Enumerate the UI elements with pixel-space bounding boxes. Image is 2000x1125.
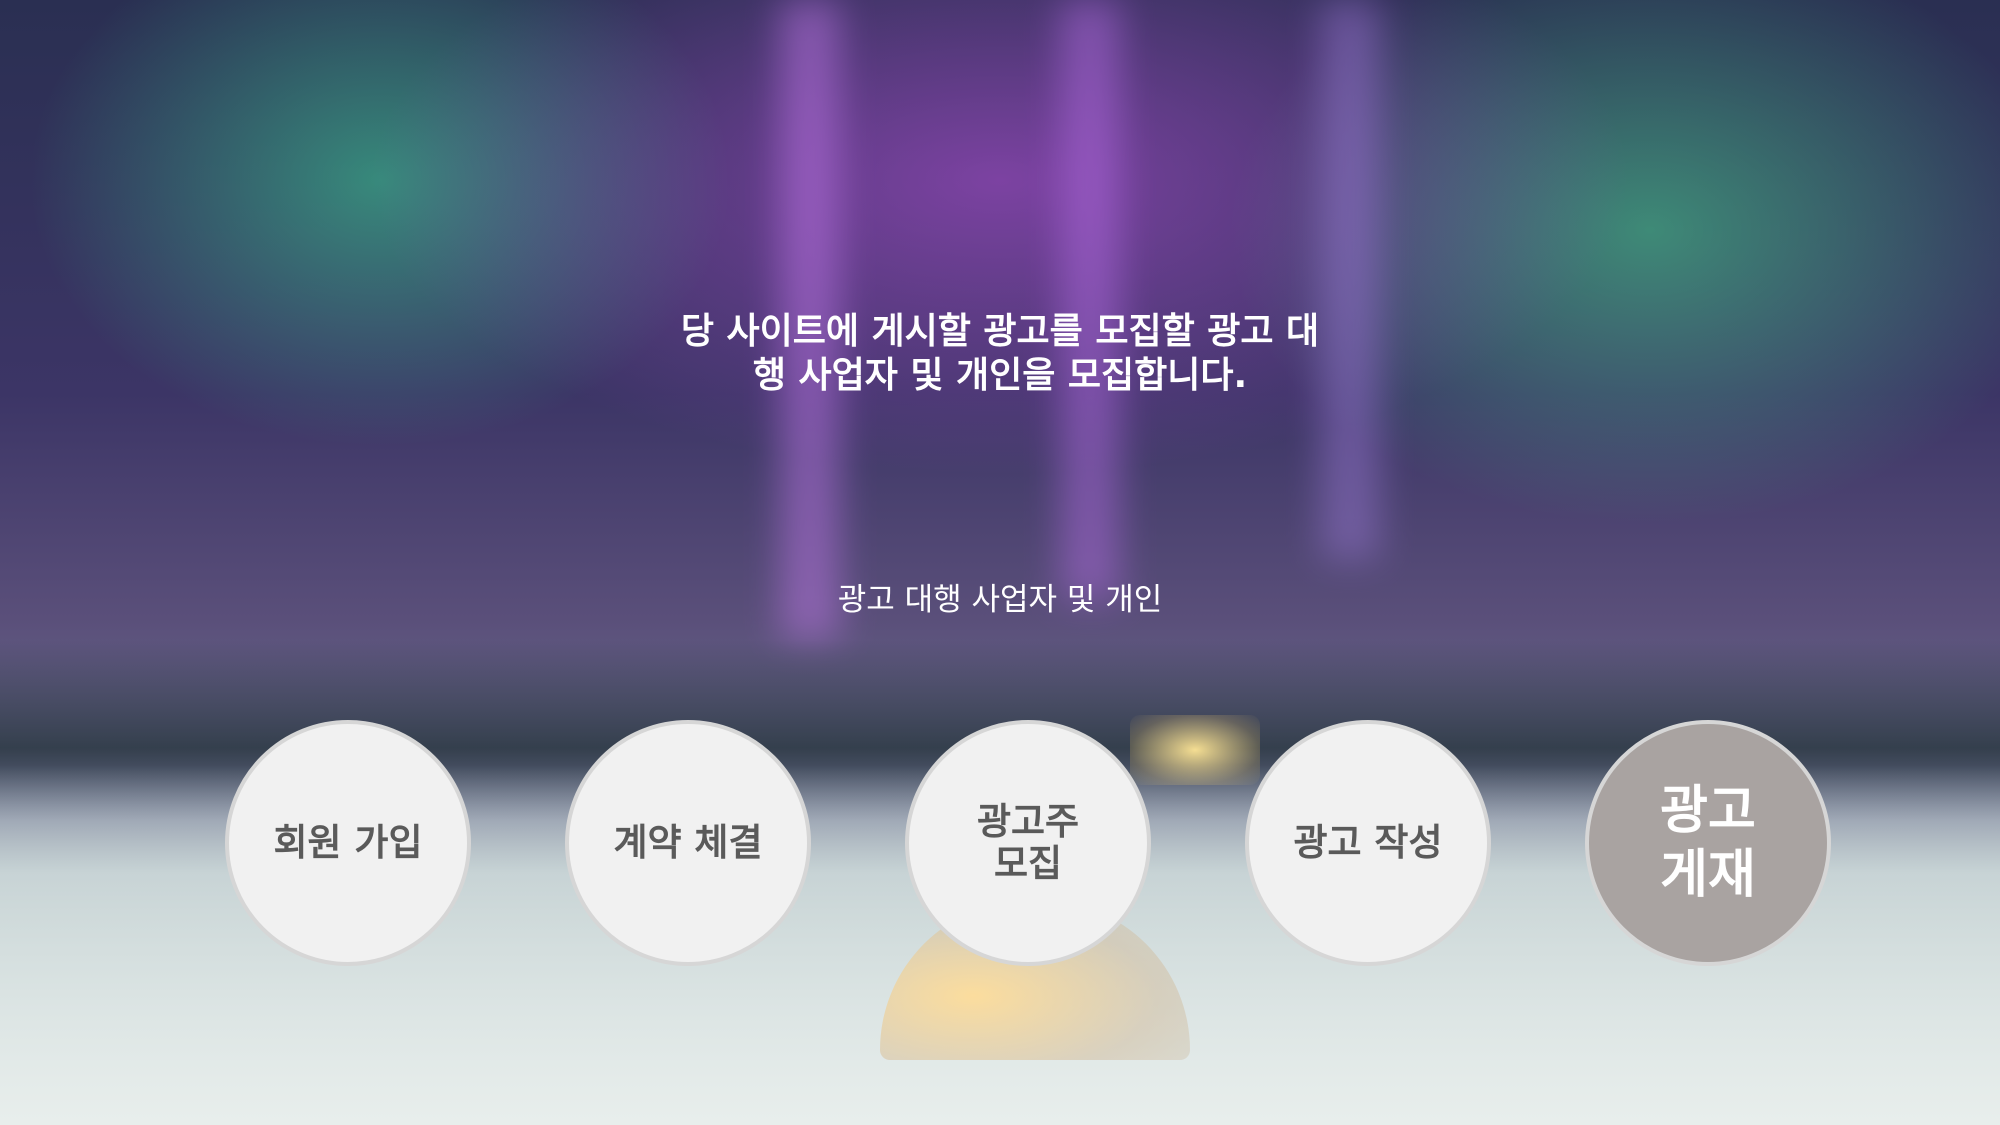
aurora-streak [1060, 0, 1120, 600]
aurora-streak [780, 0, 840, 640]
step-label: 회원 가입 [273, 821, 423, 864]
step-label: 광고 작성 [1293, 821, 1443, 864]
step-write-ad[interactable]: 광고 작성 [1245, 720, 1491, 966]
step-label: 광고주 모집 [976, 800, 1080, 885]
step-contract[interactable]: 계약 체결 [565, 720, 811, 966]
page-subtitle: 광고 대행 사업자 및 개인 [837, 582, 1163, 618]
aurora-streak [1320, 0, 1380, 560]
step-label: 계약 체결 [613, 821, 763, 864]
step-label: 광고 게재 [1660, 781, 1756, 905]
step-publish-ad[interactable]: 광고 게재 [1585, 720, 1831, 966]
step-recruit-advertisers[interactable]: 광고주 모집 [905, 720, 1151, 966]
step-signup[interactable]: 회원 가입 [225, 720, 471, 966]
page-headline: 당 사이트에 게시할 광고를 모집할 광고 대 행 사업자 및 개인을 모집합니… [640, 310, 1360, 398]
lodge-lights [1130, 715, 1260, 785]
headline-line-1: 당 사이트에 게시할 광고를 모집할 광고 대 [680, 311, 1320, 352]
headline-line-2: 행 사업자 및 개인을 모집합니다. [752, 355, 1248, 396]
